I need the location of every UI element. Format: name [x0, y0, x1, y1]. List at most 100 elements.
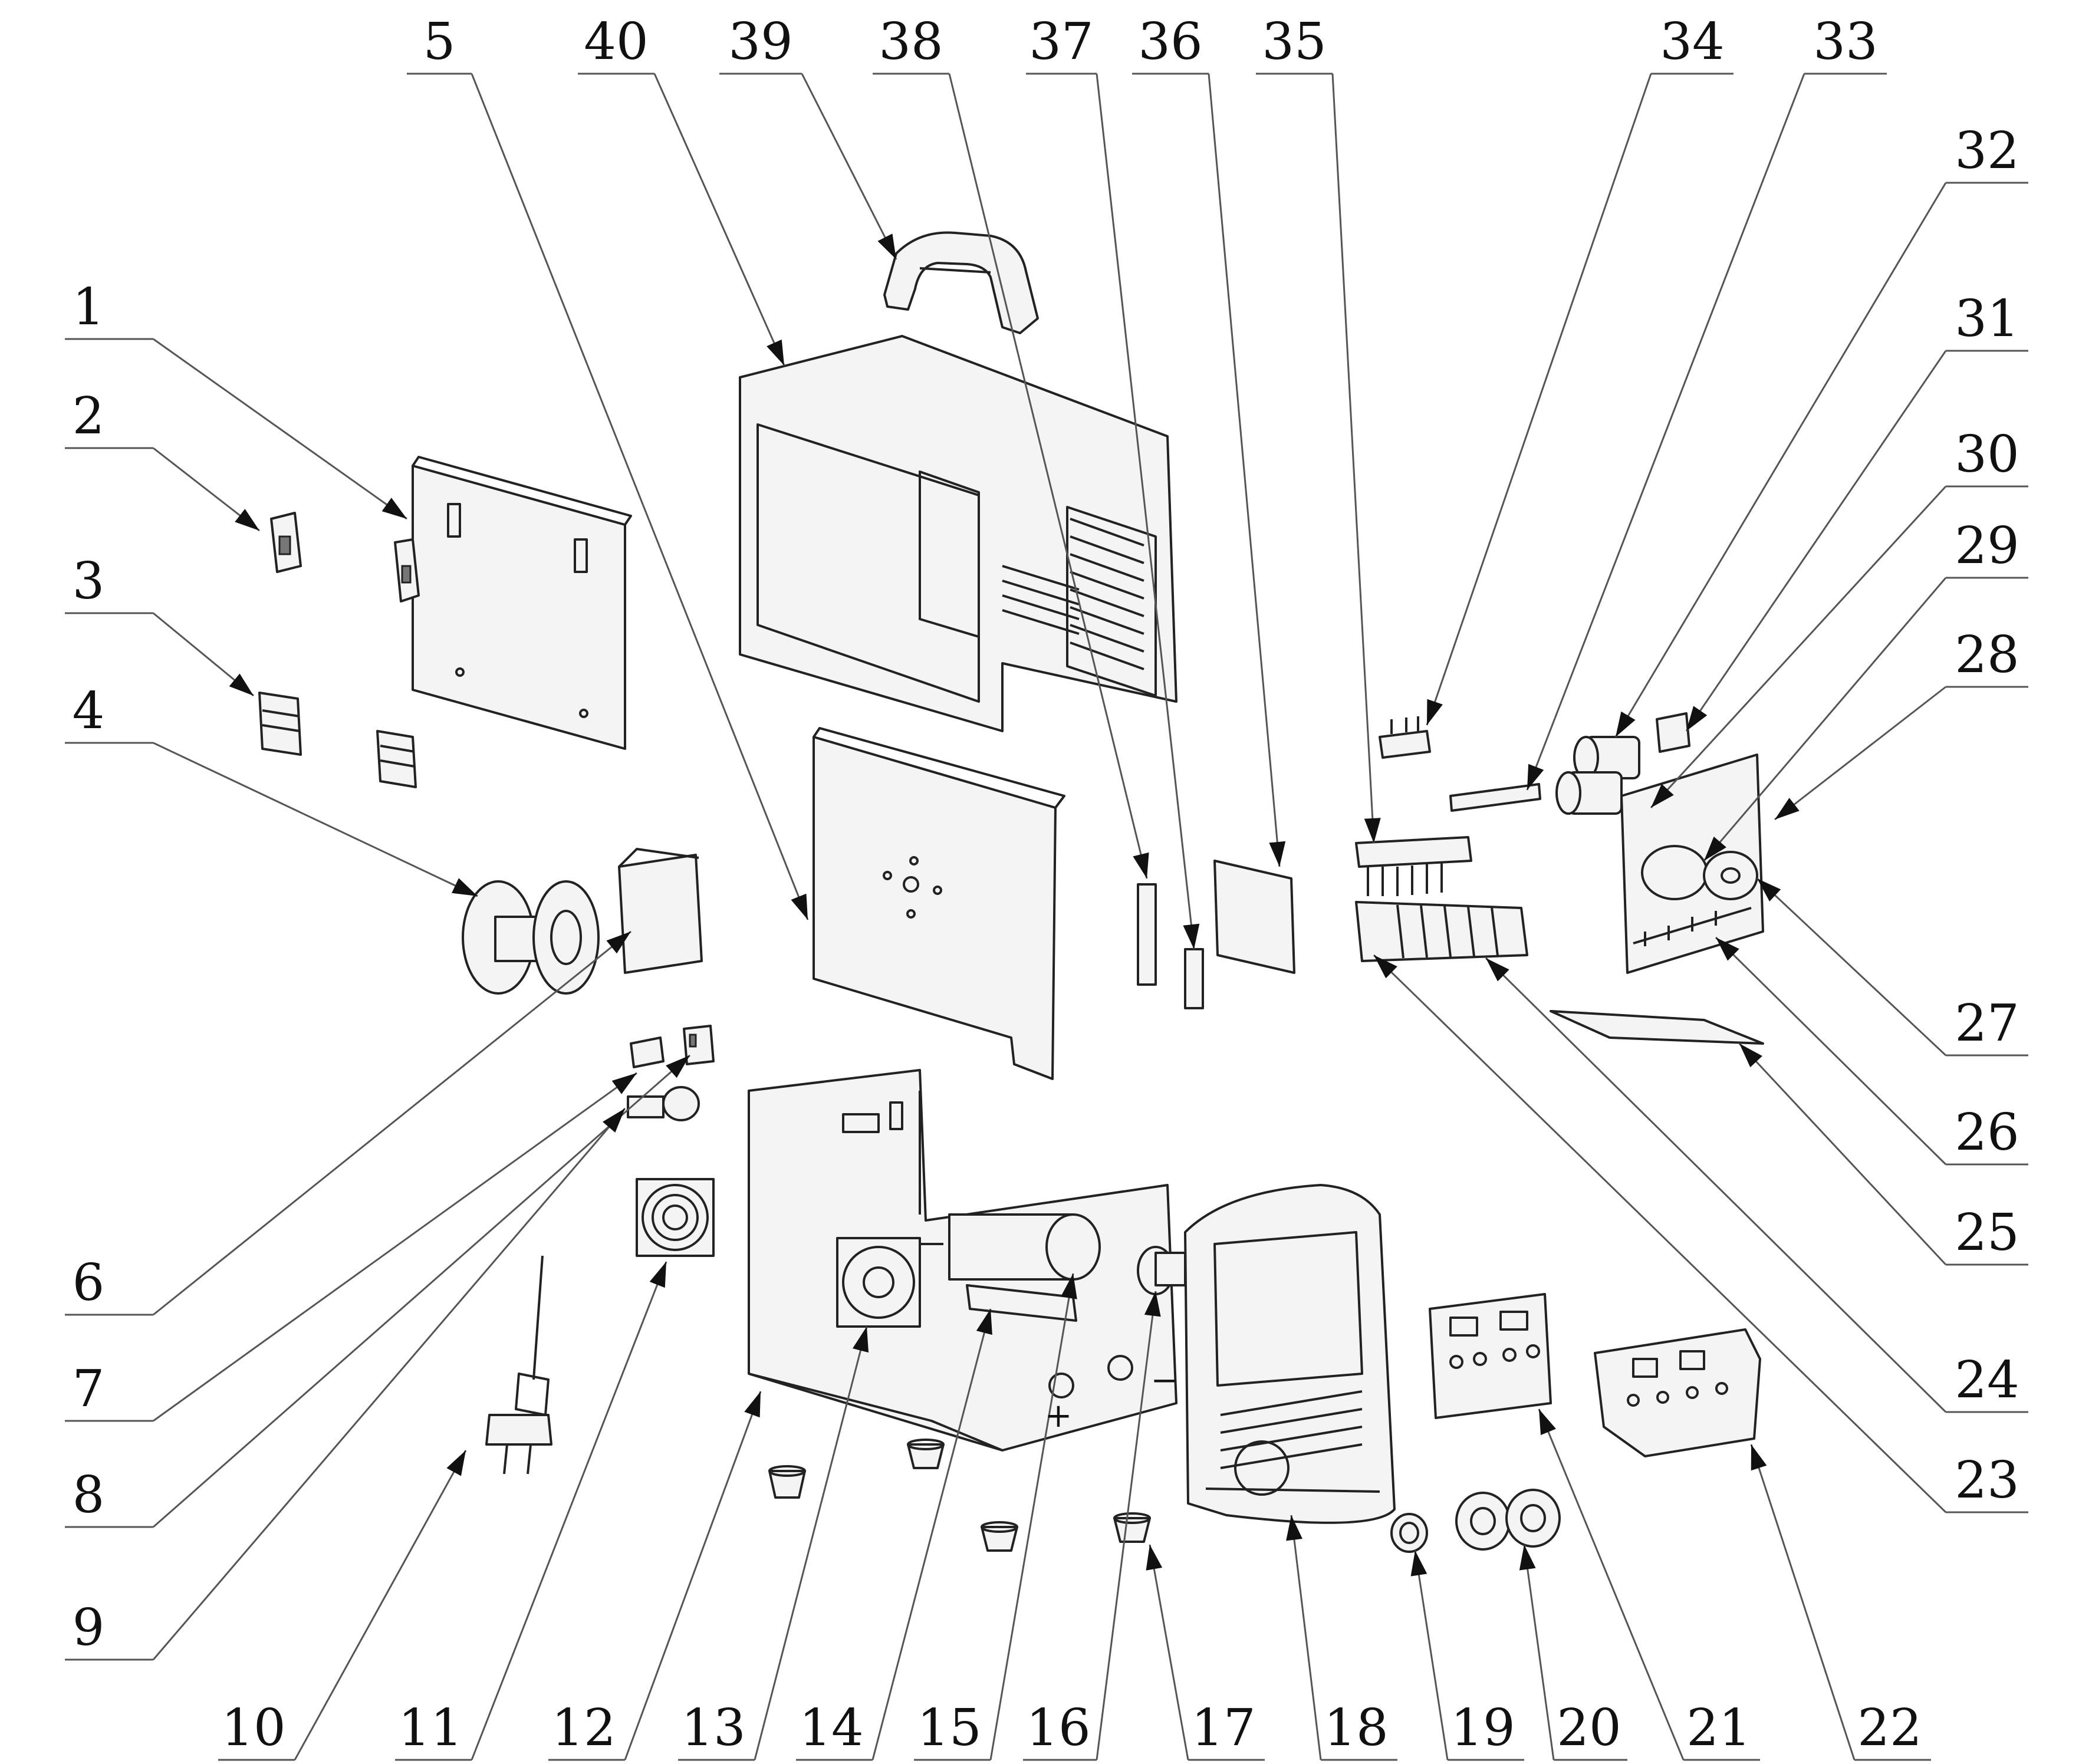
leader-13: [754, 1326, 868, 1760]
part-front-panel: [1184, 1184, 1396, 1524]
arrowhead-35: [1364, 818, 1381, 843]
arrowhead-10: [446, 1450, 466, 1476]
arrowhead-27: [1757, 878, 1781, 901]
arrowhead-9: [603, 1108, 625, 1133]
arrowhead-26: [1716, 937, 1739, 961]
callout-34: 34: [1660, 12, 1724, 71]
arrowhead-2: [235, 509, 259, 531]
arrowhead-25: [1739, 1044, 1762, 1068]
front-panel-plus-mark: +: [1045, 1397, 1073, 1435]
arrowhead-14: [976, 1309, 992, 1335]
callout-38: 38: [879, 12, 943, 71]
callout-12: 12: [551, 1699, 616, 1758]
leader-8: [153, 1054, 690, 1528]
leader-24: [1485, 957, 1947, 1413]
arrowhead-18: [1286, 1515, 1302, 1541]
arrowhead-30: [1651, 784, 1674, 808]
leader-21: [1538, 1408, 1685, 1760]
label-layer: 1 2 3 4 5 6 7 8 9 10 11 12 13 14 15 16 1…: [73, 12, 2019, 1758]
arrowhead-13: [852, 1327, 869, 1353]
part-transformer-toroid: [1641, 845, 1758, 900]
callout-30: 30: [1955, 425, 2019, 484]
leader-19: [1414, 1550, 1449, 1760]
part-torch-connector: [1137, 1246, 1186, 1295]
part-foot-3: [981, 1521, 1018, 1552]
arrowhead-23: [1374, 955, 1397, 979]
callout-8: 8: [73, 1466, 105, 1525]
callout-20: 20: [1557, 1699, 1621, 1758]
leader-11: [471, 1261, 667, 1760]
parts-layer: [258, 231, 1764, 1553]
leader-34: [1426, 73, 1652, 726]
arrowhead-24: [1486, 958, 1509, 982]
part-capacitor-1: [1573, 736, 1640, 779]
leader-27: [1756, 877, 1947, 1057]
leader-1: [153, 338, 407, 520]
arrowhead-12: [744, 1391, 761, 1418]
callout-19: 19: [1450, 1699, 1515, 1758]
leader-31: [1685, 350, 1947, 732]
leader-20: [1523, 1544, 1555, 1760]
leader-23: [1373, 954, 1947, 1513]
leader-22: [1750, 1444, 1856, 1760]
arrowhead-8: [666, 1055, 690, 1078]
leader-26: [1715, 936, 1947, 1166]
front-panel-minus-mark: −: [1151, 1361, 1179, 1400]
leader-28: [1774, 686, 1946, 821]
arrowhead-3: [229, 673, 254, 696]
part-hinge-right: [376, 730, 417, 788]
arrowhead-15: [1061, 1273, 1077, 1299]
callout-10: 10: [221, 1699, 285, 1758]
part-heatsink-bottom: [1355, 901, 1528, 962]
part-small-module: [1656, 712, 1690, 753]
callout-2: 2: [73, 387, 105, 446]
leader-32: [1614, 182, 1947, 738]
part-switch: [683, 1025, 715, 1065]
callout-5: 5: [423, 12, 456, 71]
leader-25: [1738, 1042, 1947, 1266]
callout-40: 40: [584, 12, 648, 71]
leader-35: [1331, 73, 1375, 844]
part-relay: [630, 1036, 665, 1068]
arrowhead-36: [1269, 841, 1286, 867]
callout-25: 25: [1955, 1203, 2019, 1262]
part-top-cover: [739, 335, 1177, 732]
part-latch: [270, 512, 302, 573]
part-control-pcb: [1429, 1293, 1552, 1419]
leader-15: [989, 1273, 1074, 1760]
leader-4: [153, 742, 478, 897]
callout-1: 1: [73, 278, 105, 337]
part-hinge-left: [258, 692, 302, 756]
part-control-overlay: [1594, 1328, 1761, 1457]
callout-27: 27: [1955, 994, 2019, 1053]
arrowhead-17: [1146, 1545, 1163, 1571]
callout-31: 31: [1955, 289, 2019, 348]
part-cooling-fan: [836, 1237, 921, 1328]
arrowhead-37: [1183, 923, 1200, 949]
part-heatsink-top: [1355, 836, 1472, 896]
arrowhead-39: [877, 233, 896, 259]
part-handle: [883, 231, 1039, 334]
part-spacer-block: [618, 848, 703, 974]
leader-18: [1290, 1515, 1322, 1760]
leader-5: [471, 73, 809, 920]
part-solenoid-valve: [627, 1086, 700, 1121]
callout-22: 22: [1857, 1699, 1922, 1758]
arrowhead-4: [452, 878, 478, 896]
callout-24: 24: [1955, 1351, 2019, 1410]
leader-29: [1703, 577, 1947, 861]
callout-15: 15: [917, 1699, 981, 1758]
leader-30: [1650, 485, 1947, 809]
part-busbar: [1449, 783, 1541, 812]
part-bottom-insulation: [1550, 1010, 1764, 1045]
part-connector-nut: [1390, 1513, 1428, 1553]
callout-21: 21: [1686, 1699, 1751, 1758]
part-capacitor-2: [1555, 771, 1623, 815]
callout-11: 11: [398, 1699, 462, 1758]
part-side-panel: [412, 456, 632, 750]
leader-9: [152, 1108, 626, 1660]
part-foot-4: [1113, 1512, 1151, 1543]
part-knob-2: [1505, 1489, 1561, 1548]
callout-13: 13: [681, 1699, 745, 1758]
leader-37: [1096, 73, 1195, 950]
